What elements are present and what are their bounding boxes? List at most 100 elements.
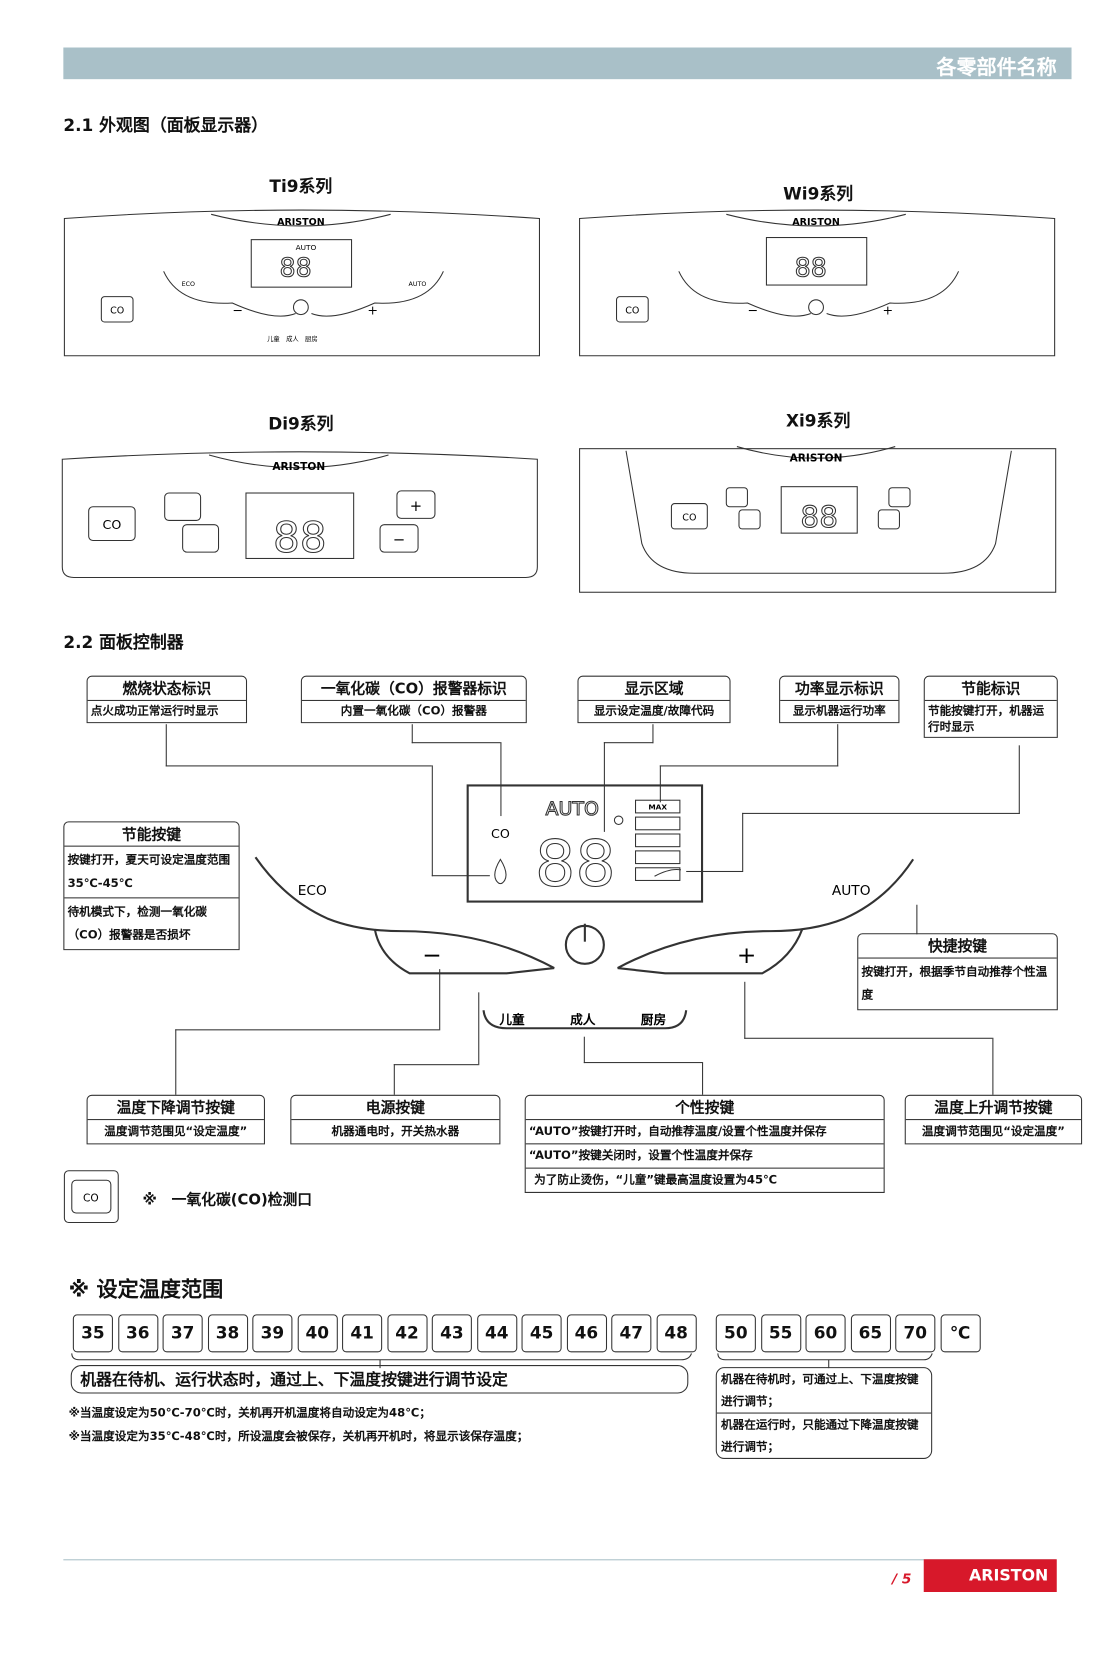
svg-text:AUTO: AUTO	[409, 281, 427, 288]
temp-value-box: 60	[805, 1314, 846, 1353]
eco-button[interactable]	[254, 856, 555, 970]
temperature-digits: 88	[535, 827, 616, 901]
temp-value-box: 38	[207, 1314, 248, 1353]
svg-text:+: +	[883, 303, 894, 318]
callout-quick-button: 快捷按键按键打开，根据季节自动推荐个性温度	[857, 933, 1058, 1011]
temp-value-box: 46	[566, 1314, 607, 1353]
svg-text:CO: CO	[102, 517, 121, 532]
svg-text:AUTO: AUTO	[296, 243, 317, 252]
header-title: 各零部件名称	[936, 55, 1057, 80]
auto-button-label: AUTO	[832, 883, 871, 899]
callout-combustion-indicator: 燃烧状态标识点火成功正常运行时显示	[86, 675, 248, 724]
power-level-bars	[635, 816, 681, 881]
mode-child[interactable]: 儿童	[498, 1012, 525, 1027]
temp-value-box: 48	[656, 1314, 697, 1353]
callout-power-button: 电源按键机器通电时，开关热水器	[290, 1094, 501, 1145]
co-alarm-icon: CO	[491, 826, 510, 841]
svg-text:88: 88	[273, 513, 327, 562]
temp-value-box: 44	[476, 1314, 517, 1353]
temp-value-box: 36	[117, 1314, 158, 1353]
temp-value-box: 45	[521, 1314, 562, 1353]
callout-co-alarm-indicator: 一氧化碳（CO）报警器标识内置一氧化碳（CO）报警器	[300, 675, 527, 724]
callout-temp-down-button: 温度下降调节按键温度调节范围见“设定温度”	[86, 1094, 265, 1145]
co-port-label: ※ 一氧化碳(CO)检测口	[142, 1191, 313, 1209]
svg-text:儿童 成人 厨房: 儿童 成人 厨房	[267, 334, 318, 343]
callout-temp-up-button: 温度上升调节按键温度调节范围见“设定温度”	[904, 1094, 1083, 1145]
temp-value-box: 41	[342, 1314, 383, 1353]
svg-text:+: +	[410, 498, 422, 515]
section-title-appearance: 2.1 外观图（面板显示器）	[63, 115, 269, 136]
section-title-temp-range: ※ 设定温度范围	[68, 1276, 224, 1302]
temp-value-box: 39	[252, 1314, 293, 1353]
mode-kitchen[interactable]: 厨房	[641, 1012, 666, 1027]
svg-text:88: 88	[795, 253, 827, 283]
series-label-xi9: Xi9系列	[785, 410, 851, 431]
temp-unit-box: ℃	[940, 1314, 981, 1353]
svg-text:88: 88	[279, 253, 311, 283]
eco-label: ECO	[298, 883, 327, 899]
svg-text:−: −	[232, 303, 243, 318]
svg-text:−: −	[747, 303, 758, 318]
temp-value-box: 50	[715, 1314, 756, 1353]
callout-personal-button: 个性按键“AUTO”按键打开时，自动推荐温度/设置个性温度并保存“AUTO”按键…	[524, 1094, 885, 1193]
footer-brand-logo: ARISTON	[923, 1559, 1057, 1592]
svg-text:CO: CO	[83, 1192, 99, 1204]
header-bar: 各零部件名称	[63, 47, 1072, 80]
svg-text:CO: CO	[682, 512, 696, 523]
brand-logo: ARISTON	[277, 217, 325, 228]
note-1: ※当温度设定为50℃-70℃时，关机再开机温度将自动设定为48℃；	[68, 1406, 431, 1420]
range-b-description: 机器在待机时，可通过上、下温度按键进行调节； 机器在运行时，只能通过下降温度按键…	[715, 1367, 933, 1459]
temp-value-box: 43	[431, 1314, 472, 1353]
svg-text:CO: CO	[625, 306, 639, 317]
callout-power-indicator: 功率显示标识显示机器运行功率	[779, 675, 900, 724]
range-a-description: 机器在待机、运行状态时，通过上、下温度按键进行调节设定	[70, 1365, 689, 1394]
svg-text:CO: CO	[110, 306, 124, 317]
xi9-panel: ARISTON 88 CO	[579, 446, 1057, 593]
temp-value-box: 37	[162, 1314, 203, 1353]
temp-value-box: 42	[386, 1314, 428, 1353]
control-panel-diagram: AUTO 88 CO MAX ECO AUTO − + 儿童 成人 厨房	[254, 784, 915, 1030]
callout-display-area: 显示区域显示设定温度/故障代码	[577, 675, 731, 724]
temp-value-box: 70	[895, 1314, 936, 1353]
series-label-di9: Di9系列	[268, 413, 334, 434]
mode-adult[interactable]: 成人	[570, 1012, 596, 1027]
flame-icon	[494, 858, 507, 885]
personal-buttons[interactable]	[482, 1010, 688, 1030]
note-2: ※当温度设定为35℃-48℃时，所设温度会被保存，关机再开机时，将显示该保存温度…	[68, 1429, 529, 1444]
temp-value-box: 35	[72, 1314, 113, 1353]
svg-text:+: +	[367, 303, 378, 318]
svg-text:ARISTON: ARISTON	[792, 217, 840, 228]
ti9-panel: ARISTON 88 AUTO CO − + ECO AUTO 儿童 成人 厨房	[63, 209, 540, 357]
temp-value-box: 55	[760, 1314, 801, 1353]
range-b-running-note: 机器在运行时，只能通过下降温度按键进行调节；	[716, 1412, 932, 1458]
series-label-wi9: Wi9系列	[783, 183, 854, 204]
auto-button[interactable]	[617, 858, 915, 970]
page-number: / 5	[892, 1571, 912, 1588]
svg-text:ARISTON: ARISTON	[790, 452, 843, 464]
temp-value-box: 47	[611, 1314, 652, 1353]
eco-leaf-icon	[654, 868, 682, 877]
footer-divider	[63, 1559, 1056, 1561]
co-port-icon: CO	[63, 1170, 119, 1224]
svg-text:88: 88	[800, 500, 838, 534]
temp-up-button[interactable]	[617, 928, 804, 975]
svg-text:ECO: ECO	[182, 281, 195, 288]
temp-value-box: 65	[850, 1314, 891, 1353]
display-area	[466, 784, 704, 903]
max-indicator: MAX	[648, 803, 667, 812]
svg-text:−: −	[393, 532, 405, 549]
series-label-ti9: Ti9系列	[269, 176, 333, 197]
wi9-panel: ARISTON 88 CO − +	[579, 209, 1056, 357]
plus-icon: +	[737, 942, 756, 969]
minus-icon: −	[422, 942, 441, 969]
di9-panel: ARISTON 88 CO +−	[61, 451, 538, 578]
section-title-controls: 2.2 面板控制器	[63, 632, 184, 653]
range-b-standby-note: 机器在待机时，可通过上、下温度按键进行调节；	[721, 1372, 919, 1409]
temp-down-button[interactable]	[373, 928, 555, 975]
auto-indicator: AUTO	[545, 798, 598, 820]
callout-eco-indicator: 节能标识节能按键打开，机器运行时显示	[923, 675, 1058, 738]
temp-value-box: 40	[297, 1314, 338, 1353]
svg-text:ARISTON: ARISTON	[272, 461, 325, 473]
range-brackets	[71, 1353, 933, 1369]
